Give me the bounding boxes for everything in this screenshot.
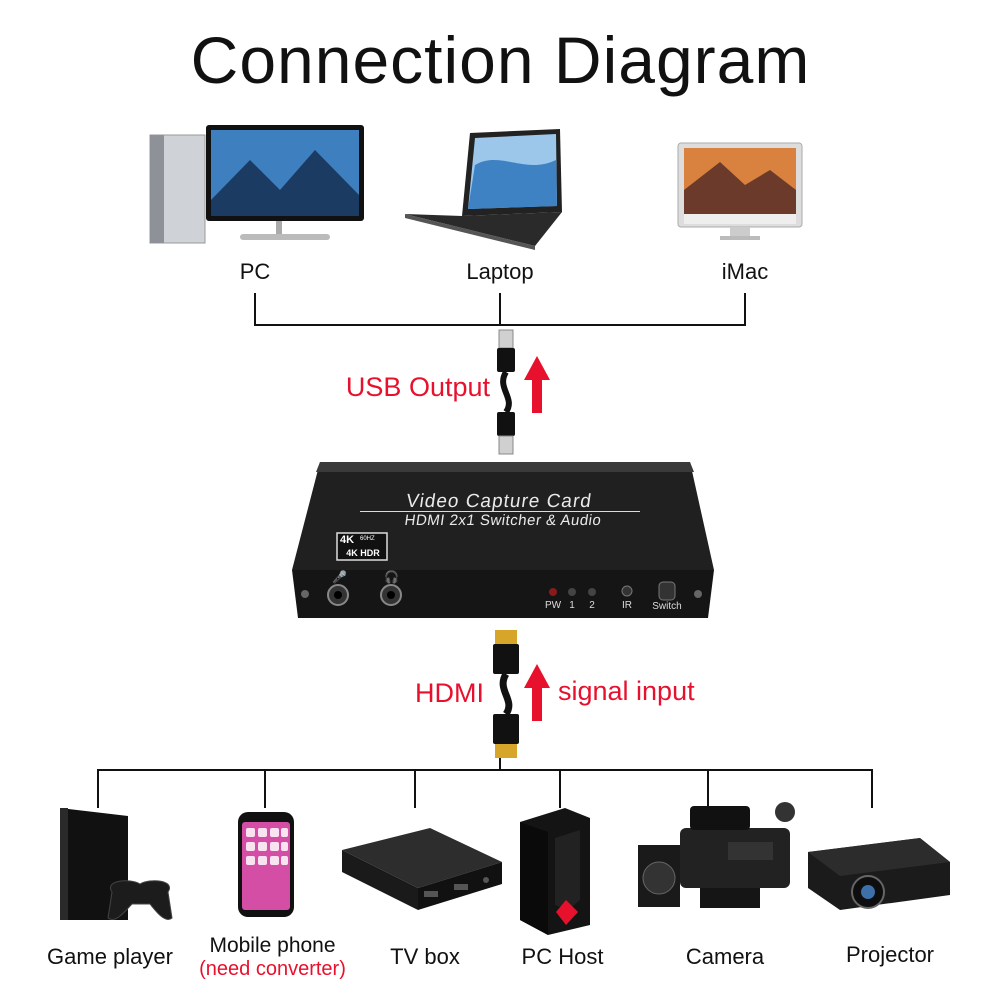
pc-icon: [149, 125, 364, 244]
label-tv-box: TV box: [390, 944, 460, 969]
card-badge-60hz: 60HZ: [360, 536, 375, 542]
svg-text:🎧: 🎧: [384, 570, 399, 584]
label-imac: iMac: [721, 259, 769, 284]
laptop-icon: [405, 129, 562, 250]
bottom-bus-lines: [97, 755, 873, 808]
signal-input-label: signal input: [558, 676, 695, 706]
camera-icon: [638, 802, 795, 908]
usb-output-label: USB Output: [345, 372, 490, 402]
usb-arrow-icon: [524, 356, 550, 413]
card-subtitle: HDMI 2x1 Switcher & Audio: [403, 512, 603, 529]
indicator-pw: PW: [544, 600, 562, 611]
card-badge-4k: 4K: [340, 534, 355, 546]
label-camera: Camera: [685, 944, 765, 969]
switch-label: Switch: [652, 601, 682, 612]
indicator-2: 2: [589, 600, 595, 611]
mobile-phone-icon: [238, 812, 294, 917]
hdmi-arrow-icon: [524, 664, 550, 721]
ir-label: IR: [622, 600, 632, 611]
tv-box-icon: [342, 828, 502, 910]
label-projector: Projector: [845, 942, 935, 967]
label-mobile-phone-note: (need converter): [199, 958, 346, 980]
card-title: Video Capture Card: [404, 491, 594, 512]
hdmi-cable-icon: [493, 630, 519, 758]
label-pc-host: PC Host: [521, 944, 604, 969]
projector-icon: [808, 838, 950, 910]
label-laptop: Laptop: [466, 259, 534, 284]
imac-icon: [677, 142, 803, 240]
label-mobile-phone: Mobile phone: [209, 934, 336, 957]
card-badge-4k-hdr: 4K HDR: [346, 548, 380, 558]
hdmi-label: HDMI: [415, 678, 484, 708]
pc-host-icon: [520, 808, 590, 935]
capture-card-icon: 🎤 🎧: [292, 462, 714, 618]
top-bus-lines: [254, 293, 746, 326]
usb-cable-icon: [497, 329, 515, 455]
label-game-player: Game player: [47, 944, 173, 969]
diagram-title: Connection Diagram: [190, 23, 811, 97]
svg-text:🎤: 🎤: [332, 569, 347, 584]
label-pc: PC: [239, 259, 271, 284]
game-player-icon: [60, 808, 173, 920]
card-title-divider: [360, 511, 640, 512]
indicator-1: 1: [569, 600, 575, 611]
